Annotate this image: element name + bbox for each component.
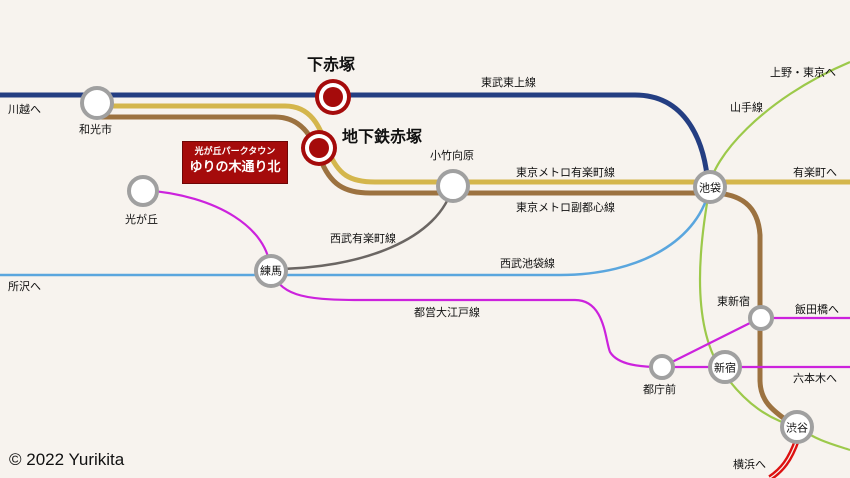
label-higashi-shinjuku: 東新宿: [717, 295, 750, 308]
station-hikarigaoka: [127, 175, 159, 207]
station-ikebukuro: [693, 170, 727, 204]
station-shibuya: [780, 410, 814, 444]
dest-ueno-tokyo: 上野・東京へ: [770, 66, 836, 79]
label-nerima: 練馬: [260, 264, 282, 278]
label-tochomae: 都庁前: [643, 383, 676, 396]
label-yamanote: 山手線: [730, 101, 763, 114]
copyright: © 2022 Yurikita: [9, 450, 125, 469]
line-oedo: [141, 188, 850, 369]
label-shinjuku: 新宿: [714, 361, 736, 375]
label-oedo: 都営大江戸線: [414, 306, 480, 319]
badge-title: ゆりの木通り北: [189, 160, 281, 175]
label-shimoakatsuka: 下赤塚: [307, 55, 356, 74]
dest-kawagoe: 川越へ: [8, 103, 41, 116]
label-ikebukuro: 池袋: [699, 181, 721, 195]
dest-yurakucho: 有楽町へ: [793, 166, 837, 179]
station-higashi-shinjuku: [748, 305, 774, 331]
dest-iidabashi: 飯田橋へ: [795, 303, 839, 316]
label-chikatetsu-akatsuka: 地下鉄赤塚: [342, 127, 423, 146]
label-tobu-tojo: 東武東上線: [481, 76, 536, 89]
dest-tokorozawa: 所沢へ: [8, 280, 41, 293]
location-badge: 光が丘パークタウン ゆりの木通り北: [182, 141, 288, 184]
station-shinjuku: [708, 350, 742, 384]
label-yurakucho-line: 東京メトロ有楽町線: [516, 166, 615, 179]
station-wakoshi: [80, 86, 114, 120]
line-tobu-tojo: [0, 92, 711, 187]
line-seibu-ikebukuro: [0, 185, 712, 277]
label-kotake-mukaihara: 小竹向原: [430, 149, 474, 162]
dest-roppongi: 六本木へ: [793, 372, 837, 385]
station-kotake-mukaihara: [436, 169, 470, 203]
station-tochomae: [649, 354, 675, 380]
label-hikarigaoka: 光が丘: [125, 213, 158, 226]
line-yamanote: [698, 60, 850, 452]
label-fukutoshin-line: 東京メトロ副都心線: [516, 201, 615, 214]
label-wakoshi: 和光市: [79, 123, 112, 136]
label-shibuya: 渋谷: [786, 421, 808, 435]
label-seibu-ikebukuro: 西武池袋線: [500, 257, 555, 270]
station-nerima: [254, 254, 288, 288]
badge-subtitle: 光が丘パークタウン: [194, 147, 276, 157]
dest-yokohama: 横浜へ: [733, 458, 766, 471]
line-seibu-yurakucho: [271, 184, 455, 271]
line-toyoko: [768, 438, 800, 478]
label-seibu-yurakucho: 西武有楽町線: [330, 232, 396, 245]
